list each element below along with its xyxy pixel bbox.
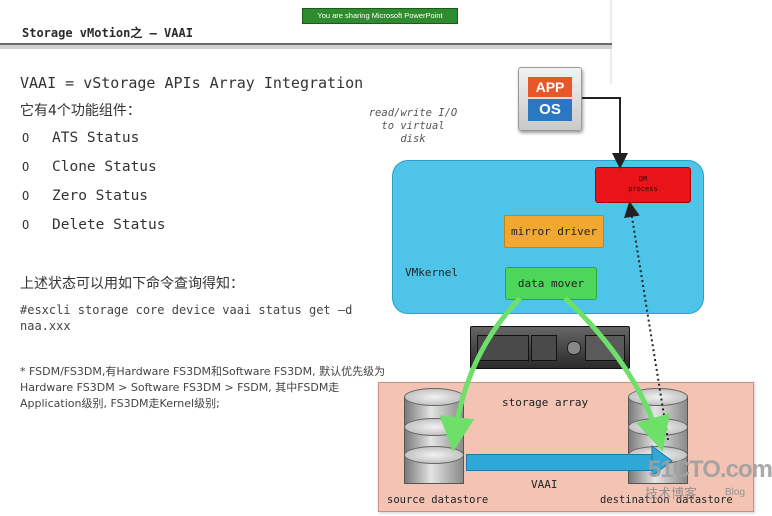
dm-dotted-arrow (624, 201, 669, 441)
dm-process-box: DM process (595, 167, 691, 203)
server-power-button (567, 341, 581, 355)
bullet-text: ATS Status (52, 130, 140, 146)
bullet-item: O Delete Status (22, 217, 166, 233)
query-intro: 上述状态可以用如下命令查询得知： (20, 276, 244, 292)
server-icon (470, 326, 630, 369)
dm-process-line1: DM (638, 175, 648, 183)
fsdm-note: * FSDM/FS3DM,有Hardware FS3DM和Software FS… (20, 365, 386, 410)
title-divider (0, 45, 612, 49)
slide-title: Storage vMotion之 – VAAI (22, 26, 193, 40)
source-copy-arrow (439, 296, 522, 452)
top-right-shadow (610, 0, 612, 84)
vaai-arrowhead (651, 445, 673, 477)
vmkernel-label: VMkernel (405, 266, 458, 279)
watermark-blog: Blog (725, 487, 746, 498)
watermark-site: 51CTO.com (648, 456, 772, 483)
rw-io-label: read/write I/O to virtual disk (368, 107, 458, 145)
mirror-driver-box: mirror driver (504, 215, 604, 248)
io-arrow (582, 97, 628, 169)
dm-process-line2: process (628, 185, 658, 193)
server-bay (531, 335, 557, 361)
bullet-marker: O (22, 131, 30, 145)
bullet-item: O Zero Status (22, 188, 148, 204)
watermark-tagline: 技术博客 (645, 487, 698, 502)
app-os-icon: APP OS (518, 67, 582, 131)
vaai-definition: VAAI = vStorage APIs Array Integration (20, 74, 364, 92)
bullet-item: O ATS Status (22, 130, 139, 146)
bullet-item: O Clone Status (22, 159, 157, 175)
bullet-text: Delete Status (52, 217, 166, 233)
data-mover-box: data mover (505, 267, 597, 300)
os-label: OS (528, 99, 572, 121)
bullet-text: Clone Status (52, 159, 157, 175)
bullet-marker: O (22, 189, 30, 203)
sharing-banner[interactable]: You are sharing Microsoft PowerPoint (302, 8, 458, 24)
vaai-label: VAAI (531, 478, 558, 491)
top-right-blank-area (612, 0, 763, 84)
source-datastore-label: source datastore (387, 494, 489, 506)
bullet-marker: O (22, 218, 30, 232)
app-label: APP (528, 77, 572, 97)
destination-datastore-label: destination datastore (600, 494, 733, 506)
components-intro: 它有4个功能组件： (20, 103, 141, 119)
storage-array-label: storage array (502, 396, 589, 409)
bullet-marker: O (22, 160, 30, 174)
destination-copy-arrow (563, 296, 670, 452)
title-divider-dark (0, 43, 612, 45)
bullet-text: Zero Status (52, 188, 149, 204)
esxcli-command: #esxcli storage core device vaai status … (20, 303, 353, 333)
